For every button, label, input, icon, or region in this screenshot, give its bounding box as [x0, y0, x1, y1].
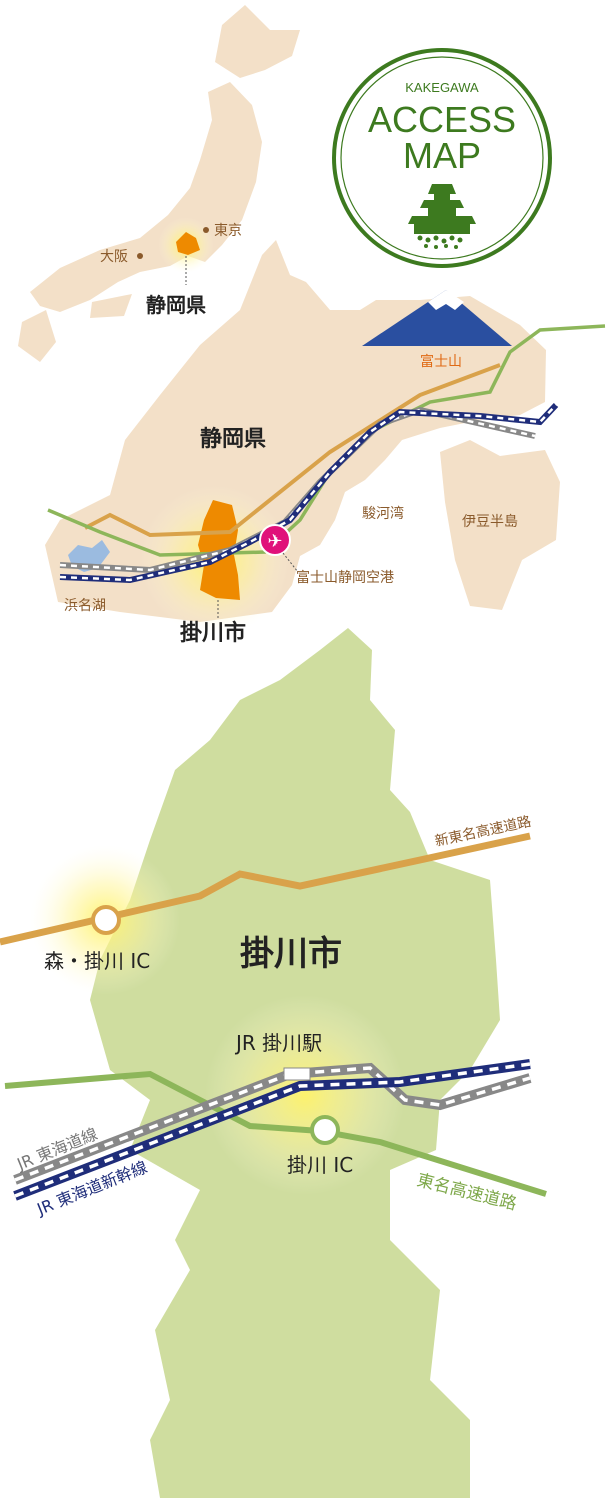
logo-kakegawa: KAKEGAWA	[405, 80, 479, 95]
label-suruga-bay: 駿河湾	[362, 505, 404, 522]
label-kakegawa-city: 掛川市	[240, 934, 342, 974]
logo-access: ACCESS	[368, 99, 516, 140]
japan-map: 東京 大阪 静岡県	[18, 5, 300, 362]
label-fuji: 富士山	[420, 353, 462, 370]
label-tomei: 東名高速道路	[415, 1170, 519, 1214]
hokkaido	[215, 5, 300, 78]
honshu	[30, 82, 262, 312]
mt-fuji-icon	[362, 290, 512, 346]
prefecture-map: 富士山 ✈ 静岡県 駿河湾 伊豆半島 富士山静岡空港 浜名湖 掛川市	[45, 240, 606, 646]
logo: KAKEGAWA ACCESS MAP	[332, 48, 552, 268]
label-osaka: 大阪	[100, 249, 128, 265]
label-hamanako: 浜名湖	[64, 598, 106, 614]
label-kakegawa-pref: 掛川市	[180, 620, 246, 646]
label-mori-ic: 森・掛川 IC	[44, 949, 150, 973]
label-kakegawa-station: JR 掛川駅	[234, 1031, 322, 1055]
logo-map: MAP	[403, 135, 481, 176]
svg-text:✈: ✈	[267, 531, 282, 552]
airport-icon[interactable]: ✈	[259, 524, 291, 556]
label-tokyo: 東京	[214, 223, 242, 239]
castle-icon	[408, 184, 476, 249]
label-shizuoka-japan: 静岡県	[146, 293, 206, 317]
shikoku	[90, 294, 132, 318]
tomei-road	[4, 1070, 547, 1197]
label-kakegawa-ic: 掛川 IC	[287, 1153, 353, 1177]
label-izu: 伊豆半島	[462, 514, 518, 530]
label-shizuoka: 静岡県	[200, 426, 266, 452]
kyushu	[18, 310, 56, 362]
label-airport: 富士山静岡空港	[296, 569, 394, 586]
izu-land	[440, 440, 560, 610]
shin-tomei-expressway	[84, 363, 501, 538]
mori-ic-marker[interactable]	[91, 905, 121, 935]
shinkansen-line	[59, 402, 559, 584]
shinkansen-city	[13, 1059, 531, 1201]
shizuoka-highlight	[176, 232, 200, 255]
city-map: 新東名高速道路 森・掛川 IC 掛川市 JR 掛川駅 JR 東海道線 JR 東海…	[0, 628, 547, 1498]
kakegawa-station-marker[interactable]	[283, 1067, 311, 1081]
kakegawa-ic-marker[interactable]	[310, 1115, 340, 1145]
